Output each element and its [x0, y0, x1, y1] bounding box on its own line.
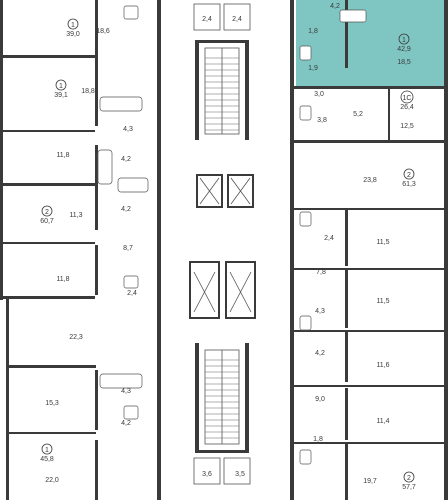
svg-text:39,0: 39,0: [66, 31, 80, 38]
room-area: 11,6: [376, 362, 389, 369]
room-area: 4,2: [315, 350, 325, 357]
room-area: 7,8: [316, 269, 326, 276]
room-area: 8,7: [123, 245, 133, 252]
room-area: 3,0: [314, 91, 324, 98]
room-area: 2,4: [127, 290, 137, 297]
stairs-bottom: [204, 349, 240, 445]
room-area: 11,8: [56, 152, 69, 159]
apartment-label[interactable]: 1С 26,4: [400, 90, 414, 111]
svg-text:2: 2: [407, 475, 411, 482]
svg-text:45,8: 45,8: [40, 456, 54, 463]
room-area: 11,4: [376, 418, 389, 425]
svg-text:42,9: 42,9: [397, 46, 411, 53]
svg-text:2: 2: [407, 172, 411, 179]
room-area: 2,4: [324, 235, 334, 242]
room-area: 22,3: [69, 334, 83, 341]
room-area: 15,3: [45, 400, 59, 407]
svg-text:1: 1: [402, 37, 406, 44]
room-area: 11,5: [376, 298, 389, 305]
stairs-top: [204, 47, 240, 135]
room-area: 11,8: [56, 276, 69, 283]
svg-text:1: 1: [71, 22, 75, 29]
room-area: 22,0: [45, 477, 59, 484]
room-area: 3,5: [235, 471, 245, 478]
room-area: 19,7: [363, 478, 377, 485]
room-area: 2,4: [232, 16, 242, 23]
room-area: 9,0: [315, 396, 325, 403]
bathroom-fixtures: [97, 5, 367, 465]
apartment-label[interactable]: 2 60,7: [40, 205, 54, 225]
apartment-label[interactable]: 1 39,1: [54, 79, 68, 99]
svg-text:60,7: 60,7: [40, 218, 54, 225]
room-area: 11,3: [69, 212, 82, 219]
room-area: 18,6: [96, 28, 110, 35]
room-area: 12,5: [400, 123, 414, 130]
room-area: 3,6: [202, 471, 212, 478]
elevators-large: [189, 261, 256, 319]
room-area: 4,2: [121, 420, 131, 427]
room-area: 4,2: [121, 156, 131, 163]
room-area: 11,5: [376, 239, 389, 246]
room-area: 23,8: [363, 177, 377, 184]
svg-text:1: 1: [59, 83, 63, 90]
room-area: 2,4: [202, 16, 212, 23]
svg-text:61,3: 61,3: [402, 181, 416, 188]
svg-text:1С: 1С: [403, 95, 412, 102]
apartment-labels: 1 39,0 1 39,1 2 60,7 1 45,8 1 42,9 1С 26…: [40, 18, 416, 491]
room-area: 1,9: [308, 65, 318, 72]
svg-text:1: 1: [45, 447, 49, 454]
elevators-small: [196, 174, 254, 208]
room-area: 4,3: [315, 308, 325, 315]
room-area: 4,3: [123, 126, 133, 133]
room-area: 4,2: [330, 3, 340, 10]
room-area: 4,2: [121, 206, 131, 213]
room-areas: 18,6 18,8 4,3 11,8 4,2 4,2 11,3 8,7 11,8…: [45, 3, 414, 485]
selected-apartment-highlight[interactable]: [296, 0, 448, 86]
room-area: 1,8: [308, 28, 318, 35]
room-area: 5,2: [353, 111, 363, 118]
svg-text:2: 2: [45, 209, 49, 216]
room-area: 4,3: [121, 388, 131, 395]
corridor-closets: [193, 3, 251, 485]
svg-text:57,7: 57,7: [402, 484, 416, 491]
apartment-label[interactable]: 1 45,8: [40, 443, 54, 463]
room-area: 18,5: [397, 59, 411, 66]
room-area: 18,8: [81, 88, 95, 95]
apartment-label[interactable]: 1 39,0: [66, 18, 80, 38]
room-area: 3,8: [317, 117, 327, 124]
svg-text:26,4: 26,4: [400, 104, 414, 111]
apartment-label[interactable]: 2 57,7: [402, 471, 416, 491]
apartment-label[interactable]: 2 61,3: [402, 168, 416, 188]
svg-text:39,1: 39,1: [54, 92, 68, 99]
apartment-label[interactable]: 1 42,9: [397, 33, 411, 53]
room-area: 1,8: [313, 436, 323, 443]
